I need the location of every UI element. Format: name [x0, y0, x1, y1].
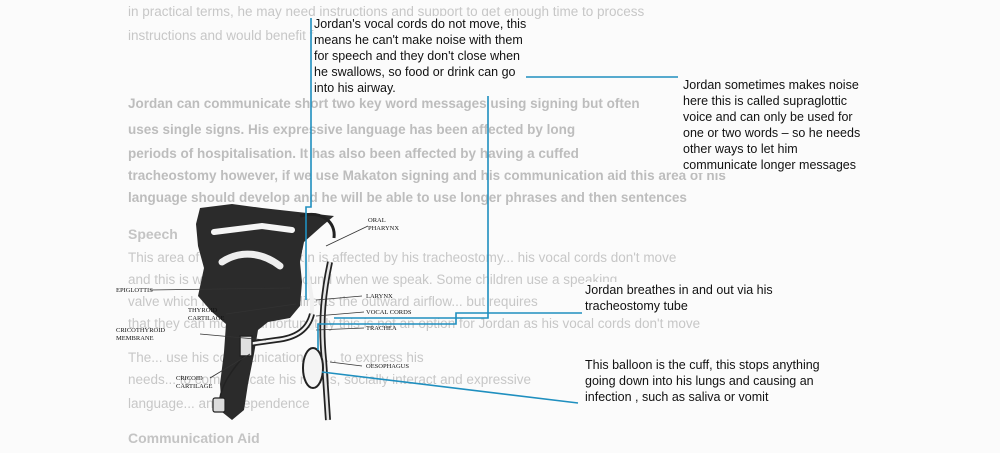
tongue-highlight: [218, 250, 284, 270]
label-pharynx: PHARYNX: [368, 225, 399, 232]
leader-larynx: [315, 295, 363, 301]
annotation-supraglottic-voice: Jordan sometimes makes noise here this i…: [683, 77, 861, 173]
label-larynx: LARYNX: [366, 293, 393, 300]
callout-cuff: [321, 371, 579, 404]
annotation-line: Jordan sometimes makes noise: [683, 78, 859, 92]
annotation-breathing: Jordan breathes in and out via his trach…: [585, 282, 773, 314]
callout-vocal-cords: [305, 18, 312, 300]
label-trachea: TRACHEA: [366, 325, 397, 332]
annotation-cuff: This balloon is the cuff, this stops any…: [585, 357, 820, 405]
leader-vocal-cords: [315, 311, 365, 317]
annotation-line: Jordan breathes in and out via his: [585, 283, 773, 297]
leader-cricothyroid: [199, 333, 267, 341]
label-cricoid: CRICOID: [176, 375, 203, 382]
annotation-line: into his airway.: [314, 81, 396, 95]
diagram-leader-lines: [149, 225, 369, 379]
annotation-line: means he can't make noise with them: [314, 33, 523, 47]
background-text-line: instructions and would benefit from...: [128, 28, 348, 43]
label-oral: ORAL: [368, 217, 386, 224]
annotation-line: This balloon is the cuff, this stops any…: [585, 358, 820, 372]
tube-cuff-balloon: [302, 347, 324, 389]
background-text-line: Jordan can communicate short two key wor…: [128, 96, 640, 111]
label-cricoid-cartilage: CARTILAGE: [176, 383, 212, 390]
annotation-line: Jordan's vocal cords do not move, this: [314, 17, 527, 31]
callout-supraglottic: [334, 76, 678, 319]
annotation-vocal-cords: Jordan's vocal cords do not move, this m…: [314, 16, 527, 96]
label-thyroid-cartilage: CARTILAGE: [188, 315, 224, 322]
diagram-labels: ORAL PHARYNX EPIGLOTTIS THYROID CARTILAG…: [116, 217, 412, 390]
label-oesophagus: OESOPHAGUS: [366, 363, 409, 370]
background-text-line: The... use his communication aid... to e…: [128, 350, 424, 365]
leader-oesophagus: [329, 361, 363, 367]
leader-oral-pharynx: [325, 225, 369, 247]
annotation-line: other ways to let him: [683, 142, 798, 156]
annotation-line: communicate longer messages: [683, 158, 856, 172]
annotation-line: tracheostomy tube: [585, 299, 688, 313]
tube-flange: [239, 335, 253, 357]
annotation-line: going down into his lungs and causing an: [585, 374, 814, 388]
annotation-line: here this is called supraglottic: [683, 94, 847, 108]
label-cricothyroid: CRICOTHYROID: [116, 327, 165, 334]
pilot-balloon: [212, 397, 226, 413]
callout-breathing: [317, 312, 582, 350]
annotation-line: he swallows, so food or drink can go: [314, 65, 516, 79]
leader-cricoid: [209, 353, 251, 379]
callout-lines: [305, 18, 678, 404]
oesophagus-inner: [321, 261, 332, 421]
label-cricothyroid-membrane: MEMBRANE: [116, 335, 154, 342]
annotation-line: one or two words – so he needs: [683, 126, 861, 140]
background-text-line: language should develop and he will be a…: [128, 190, 687, 205]
label-epiglottis: EPIGLOTTIS: [116, 287, 153, 294]
annotation-line: infection , such as saliva or vomit: [585, 390, 769, 404]
tube-inner: [247, 313, 314, 346]
background-text-line: in practical terms, he may need instruct…: [128, 4, 645, 19]
annotation-line: for speech and they don't close when: [314, 49, 520, 63]
leader-epiglottis: [149, 287, 291, 291]
section-heading-speech: Speech: [128, 226, 178, 242]
label-vocal-cords: VOCAL CORDS: [366, 309, 412, 316]
label-thyroid: THYROID: [188, 307, 218, 314]
leader-thyroid: [225, 303, 297, 315]
background-text-line: tracheostomy however, if we use Makaton …: [128, 168, 726, 183]
leader-trachea: [315, 327, 365, 331]
section-heading-communication-aid: Communication Aid: [128, 430, 260, 446]
background-text-line: uses single signs. His expressive langua…: [128, 122, 576, 137]
palate-highlight: [211, 222, 295, 235]
background-text-line: periods of hospitalisation. It has also …: [128, 146, 579, 161]
annotation-line: voice and can only be used for: [683, 110, 853, 124]
